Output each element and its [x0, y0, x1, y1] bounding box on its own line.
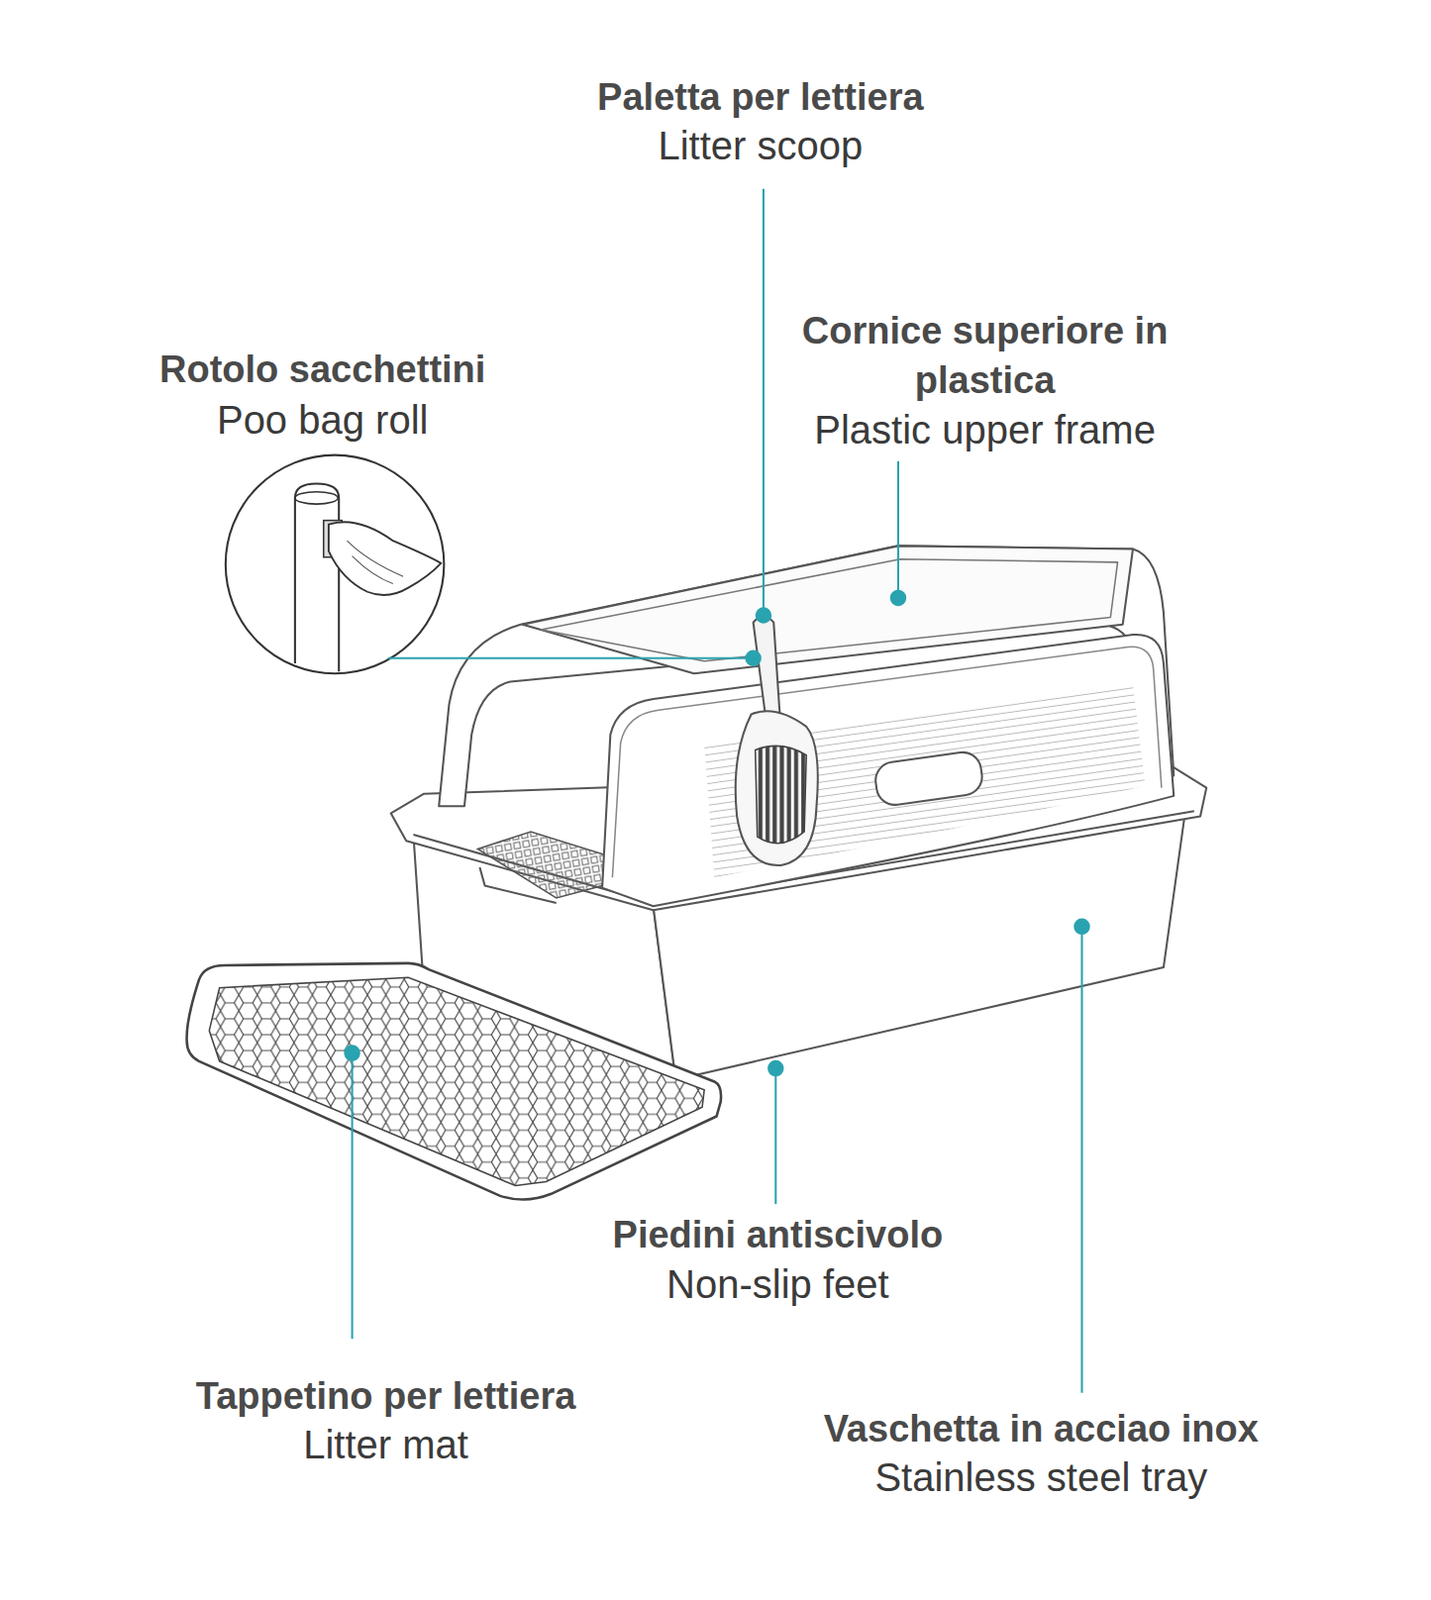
leader-line	[774, 1068, 777, 1205]
hood-front-inner	[612, 646, 1161, 878]
part-name-translation: Stainless steel tray	[874, 1452, 1208, 1503]
leader-dot	[745, 651, 760, 666]
part-name-translation: Litter scoop	[657, 120, 863, 171]
handle-slot	[873, 749, 985, 808]
leader-line	[762, 189, 765, 616]
leader-dot	[768, 1061, 783, 1076]
leader-dot	[344, 1045, 359, 1060]
upper-frame-inner	[540, 559, 1118, 662]
poo-bag	[328, 521, 441, 596]
mat-inner	[208, 977, 705, 1186]
leader-line	[1080, 926, 1083, 1394]
leader-line	[388, 657, 752, 660]
inset-circle	[225, 455, 445, 675]
scoop-blade	[735, 711, 818, 866]
leader-dot	[1074, 919, 1089, 934]
leader-dot	[891, 591, 906, 606]
bag-roll-inset	[225, 455, 445, 675]
part-name: Piedini antiscivolo	[613, 1210, 944, 1260]
leader-dot	[756, 608, 771, 622]
part-name: Rotolo sacchettini	[159, 344, 486, 395]
part-name: Paletta per lettiera	[597, 72, 923, 122]
part-name-translation: Plastic upper frame	[814, 405, 1156, 455]
leader-line	[897, 461, 900, 598]
roll-post	[295, 484, 339, 673]
leader-line	[351, 1053, 354, 1340]
part-name-translation: Poo bag roll	[216, 395, 428, 445]
scoop-handle	[753, 615, 781, 716]
part-name-translation: Non-slip feet	[666, 1259, 890, 1310]
post-top	[295, 492, 338, 505]
litter-scoop	[735, 615, 818, 866]
hood-vents	[704, 686, 1145, 879]
part-name: Tappetino per lettiera	[196, 1371, 577, 1422]
hood	[438, 545, 1174, 907]
litter-mat	[187, 959, 725, 1205]
hood-front	[602, 634, 1174, 907]
entrance-grate	[477, 831, 613, 899]
part-name: Cornice superiore in plastica	[767, 306, 1204, 406]
mat-hex-texture	[194, 959, 725, 1205]
bag-folds	[346, 540, 404, 584]
part-name-translation: Litter mat	[303, 1420, 469, 1470]
part-name: Vaschetta in acciao inox	[823, 1404, 1259, 1454]
scoop-slots	[755, 745, 808, 843]
